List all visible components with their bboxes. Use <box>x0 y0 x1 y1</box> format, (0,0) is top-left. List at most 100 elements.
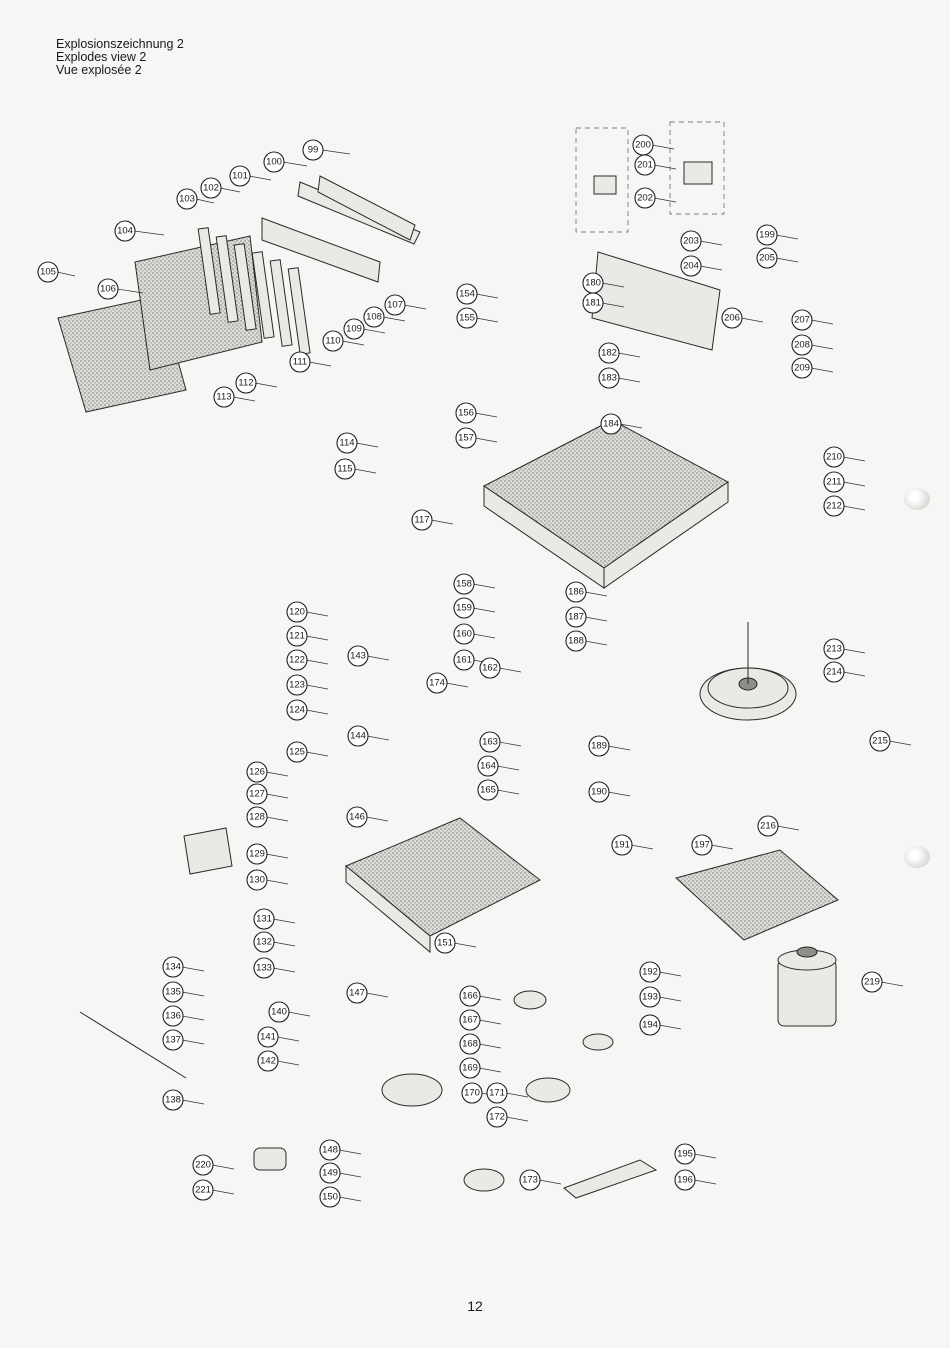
callout-circle <box>162 1005 184 1027</box>
callout-label: 213 <box>826 644 842 655</box>
callout-label: 197 <box>694 840 710 851</box>
leader-164 <box>496 765 520 771</box>
leader-166 <box>478 995 502 1001</box>
callout-circle <box>286 699 308 721</box>
callout-166: 166 <box>459 985 481 1007</box>
callout-label: 207 <box>794 315 810 326</box>
callout-147: 147 <box>346 982 368 1004</box>
leader-111 <box>308 361 332 367</box>
leader-220 <box>211 1164 235 1170</box>
callout-circle <box>192 1179 214 1201</box>
callout-155: 155 <box>456 307 478 329</box>
callout-circle <box>411 509 433 531</box>
callout-circle <box>176 188 198 210</box>
callout-circle <box>459 1057 481 1079</box>
callout-182: 182 <box>598 342 620 364</box>
callout-circle <box>588 735 610 757</box>
callout-110: 110 <box>322 330 344 352</box>
callout-label: 170 <box>464 1088 480 1099</box>
leader-165 <box>496 789 520 795</box>
callout-circle <box>459 1033 481 1055</box>
callout-label: 131 <box>256 914 272 925</box>
callout-circle <box>346 982 368 1004</box>
callout-label: 127 <box>249 789 265 800</box>
callout-label: 211 <box>826 477 841 488</box>
callout-label: 212 <box>826 501 842 512</box>
title-line-en: Explodes view 2 <box>56 50 147 64</box>
callout-label: 111 <box>293 357 307 368</box>
callout-label: 162 <box>482 663 498 674</box>
leader-147 <box>365 992 389 998</box>
leader-99 <box>321 149 351 155</box>
callout-circle <box>302 139 324 161</box>
callout-label: 199 <box>759 230 775 241</box>
callout-label: 166 <box>462 991 478 1002</box>
callout-circle <box>257 1026 279 1048</box>
leader-126 <box>265 771 289 777</box>
callout-circle <box>756 247 778 269</box>
callout-label: 203 <box>683 236 699 247</box>
leader-214 <box>842 671 866 677</box>
callout-168: 168 <box>459 1033 481 1055</box>
callout-108: 108 <box>363 306 385 328</box>
callout-circle <box>598 342 620 364</box>
callout-circle <box>477 779 499 801</box>
callout-201: 201 <box>634 154 656 176</box>
callout-213: 213 <box>823 638 845 660</box>
binder-hole-upper <box>904 488 930 510</box>
callout-102: 102 <box>200 177 222 199</box>
callout-150: 150 <box>319 1186 341 1208</box>
callout-circle <box>453 597 475 619</box>
callout-210: 210 <box>823 446 845 468</box>
callout-label: 194 <box>642 1020 658 1031</box>
leader-120 <box>305 611 329 617</box>
callout-174: 174 <box>426 672 448 694</box>
callout-129: 129 <box>246 843 268 865</box>
callout-124: 124 <box>286 699 308 721</box>
callout-label: 191 <box>614 840 630 851</box>
callout-138: 138 <box>162 1089 184 1111</box>
callout-label: 184 <box>603 419 619 430</box>
callout-136: 136 <box>162 1005 184 1027</box>
callout-circle <box>426 672 448 694</box>
leader-122 <box>305 659 329 665</box>
callout-label: 99 <box>308 145 319 156</box>
callout-label: 146 <box>349 812 365 823</box>
callout-circle <box>486 1106 508 1128</box>
leader-208 <box>810 344 834 350</box>
leader-173 <box>538 1179 562 1185</box>
callout-137: 137 <box>162 1029 184 1051</box>
leader-163 <box>498 741 522 747</box>
callout-label: 163 <box>482 737 498 748</box>
callout-121: 121 <box>286 625 308 647</box>
callout-label: 129 <box>249 849 265 860</box>
callout-label: 182 <box>601 348 617 359</box>
leader-189 <box>607 745 631 751</box>
callout-circle <box>823 638 845 660</box>
callout-circle <box>346 806 368 828</box>
callout-label: 189 <box>591 741 607 752</box>
callout-label: 101 <box>232 171 248 182</box>
callout-circle <box>588 781 610 803</box>
leader-129 <box>265 853 289 859</box>
leader-141 <box>276 1036 300 1042</box>
lower-chassis-top <box>345 817 541 937</box>
leader-201 <box>653 164 677 170</box>
callout-circle <box>229 165 251 187</box>
callout-183: 183 <box>598 367 620 389</box>
callout-label: 110 <box>325 336 340 347</box>
callout-165: 165 <box>477 779 499 801</box>
callout-circle <box>286 649 308 671</box>
callout-135: 135 <box>162 981 184 1003</box>
callout-label: 219 <box>864 977 880 988</box>
leader-140 <box>287 1011 311 1017</box>
callout-label: 125 <box>289 747 305 758</box>
callout-circle <box>114 220 136 242</box>
leader-lines <box>56 144 912 1202</box>
leader-117 <box>430 519 454 525</box>
callout-label: 215 <box>872 736 888 747</box>
callout-173: 173 <box>519 1169 541 1191</box>
leader-191 <box>630 844 654 850</box>
callout-circle <box>634 154 656 176</box>
